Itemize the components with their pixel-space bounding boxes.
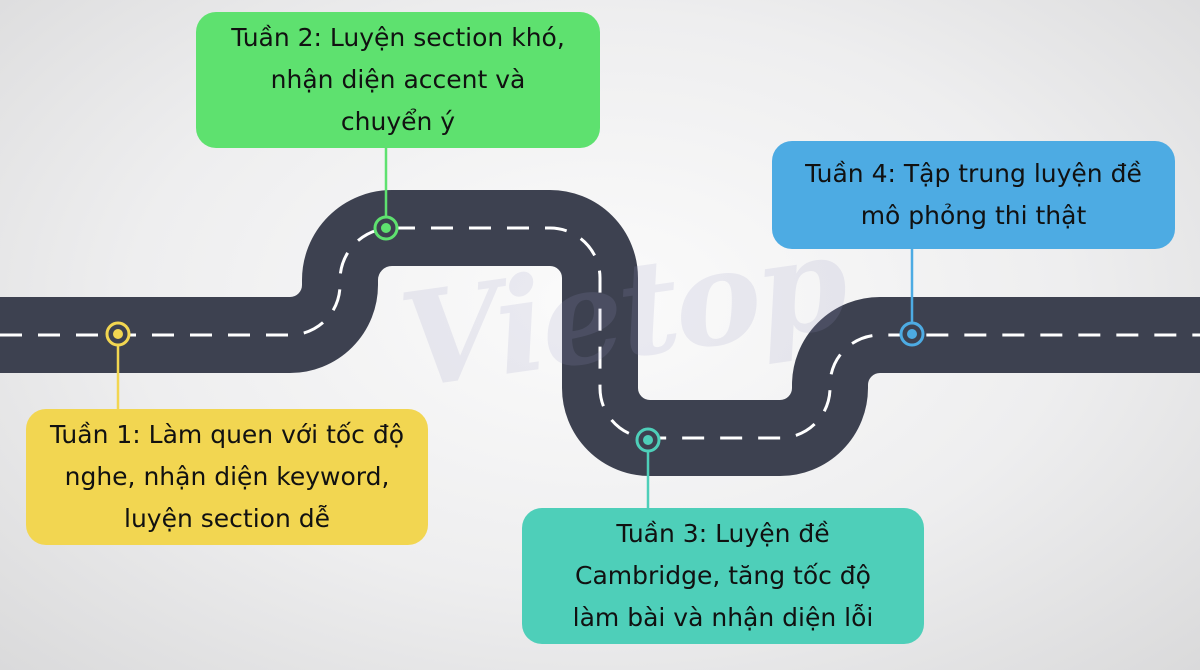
milestone-text-line: Tuần 3: Luyện đề	[616, 519, 830, 548]
milestone-text-line: Cambridge, tăng tốc độ	[575, 561, 871, 590]
milestone-card-week-4: Tuần 4: Tập trung luyện đề mô phỏng thi …	[772, 141, 1175, 249]
milestone-card-week-2: Tuần 2: Luyện section khó, nhận diện acc…	[196, 12, 600, 148]
milestone-marker-2	[373, 215, 399, 241]
milestone-marker-3	[635, 427, 661, 453]
milestone-marker-1	[105, 321, 131, 347]
milestone-text-line: Tuần 2: Luyện section khó,	[231, 23, 565, 52]
milestone-text-line: nhận diện accent và	[270, 65, 526, 94]
milestone-text-line: nghe, nhận diện keyword,	[64, 462, 390, 491]
milestone-card-week-1: Tuần 1: Làm quen với tốc độ nghe, nhận d…	[26, 409, 428, 545]
milestone-card-week-3: Tuần 3: Luyện đề Cambridge, tăng tốc độ …	[522, 508, 924, 644]
milestone-text-line: Tuần 4: Tập trung luyện đề	[805, 159, 1142, 188]
milestone-text-line: luyện section dễ	[124, 504, 330, 533]
milestone-text-line: Tuần 1: Làm quen với tốc độ	[49, 420, 405, 449]
milestone-text-line: làm bài và nhận diện lỗi	[572, 603, 874, 632]
milestone-text-line: chuyển ý	[340, 107, 456, 136]
milestone-marker-4	[899, 321, 925, 347]
milestone-text-line: mô phỏng thi thật	[860, 201, 1087, 230]
road-surface	[0, 190, 1200, 476]
